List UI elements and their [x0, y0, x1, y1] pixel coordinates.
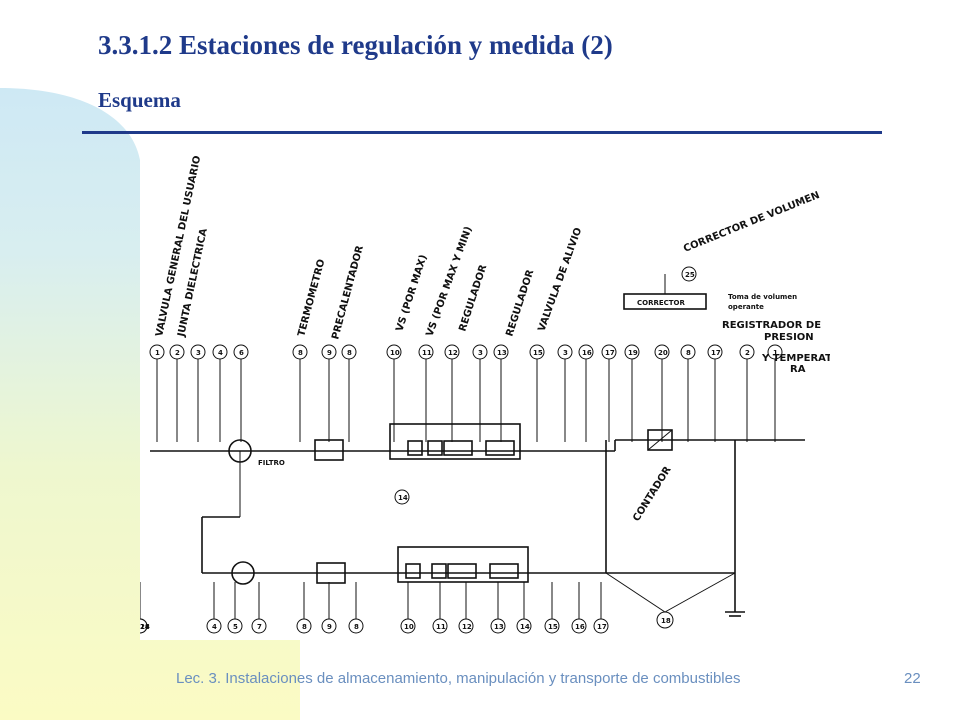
- slide-subtitle: Esquema: [98, 88, 181, 112]
- bubble-label: 3: [478, 349, 483, 357]
- bubble-label: 17: [597, 623, 607, 631]
- bubble-label: 16: [575, 623, 585, 631]
- schematic-svg: VALVULA GENERAL DEL USUARIO JUNTA DIELEC…: [140, 155, 830, 634]
- label-regulador-2: REGULADOR: [504, 268, 536, 338]
- bubble-label: 18: [140, 623, 150, 631]
- bubble-label: 1: [155, 349, 160, 357]
- bubble-label: 4: [212, 623, 217, 631]
- bubble-label: 8: [298, 349, 303, 357]
- bubble-label: 8: [686, 349, 691, 357]
- preheater-lower: [316, 562, 346, 584]
- bubble-label: 6: [239, 349, 244, 357]
- title-rule: [82, 131, 882, 134]
- label-precalentador: PRECALENTADOR: [330, 244, 366, 341]
- regulator-train-upper: [389, 423, 521, 460]
- registrador-line2: PRESION: [764, 332, 814, 343]
- bubble-label: 10: [390, 349, 400, 357]
- bubble-label: 11: [422, 349, 432, 357]
- bubble-label: 8: [302, 623, 307, 631]
- bubble-label: 9: [327, 349, 332, 357]
- bubble-label: 20: [658, 349, 668, 357]
- toma-label: Toma de volumen: [728, 293, 797, 301]
- bubble-label: 24: [140, 623, 150, 631]
- bubble-label: 3: [563, 349, 568, 357]
- label-valvula-alivio: VALVULA DE ALIVIO: [536, 226, 584, 333]
- slide-footer: Lec. 3. Instalaciones de almacenamiento,…: [176, 670, 741, 687]
- bubble-label: 8: [354, 623, 359, 631]
- preheater-upper: [314, 439, 344, 461]
- bubble-label: 2: [745, 349, 750, 357]
- bubble-label: 13: [494, 623, 504, 631]
- svg-text:14: 14: [398, 494, 408, 502]
- registrador-line1: REGISTRADOR DE: [722, 320, 821, 331]
- registrador-line3: Y TEMPERATU: [761, 353, 830, 364]
- slide-title: 3.3.1.2 Estaciones de regulación y medid…: [98, 30, 613, 60]
- corrector-label: CORRECTOR: [637, 299, 686, 307]
- filter-label: FILTRO: [258, 459, 285, 467]
- bubble-label: 12: [462, 623, 472, 631]
- station-schematic: VALVULA GENERAL DEL USUARIO JUNTA DIELEC…: [140, 142, 830, 640]
- registrador-line4: RA: [790, 364, 806, 375]
- operante-label: operante: [728, 303, 764, 311]
- bubble-label: 19: [628, 349, 638, 357]
- bubble-label: 12: [448, 349, 458, 357]
- bubble-label: 9: [327, 623, 332, 631]
- bubble-label: 17: [711, 349, 721, 357]
- gas-meter: [647, 429, 673, 451]
- filter-lower: [231, 561, 255, 585]
- bubble-label: 11: [436, 623, 446, 631]
- bubble-label: 13: [497, 349, 507, 357]
- bubble-label: 15: [533, 349, 543, 357]
- bubble-label: 15: [548, 623, 558, 631]
- regulator-train-lower: [397, 546, 529, 583]
- bubble-label: 10: [404, 623, 414, 631]
- bubble-25: [681, 266, 697, 282]
- filter-upper: [228, 439, 252, 463]
- label-corrector-volumen: CORRECTOR DE VOLUMEN: [682, 190, 821, 255]
- label-vs-max: VS (POR MAX): [394, 253, 429, 332]
- label-contador: CONTADOR: [631, 465, 674, 524]
- label-termometro: TERMOMETRO: [296, 258, 327, 338]
- bubble-label: 1: [773, 349, 778, 357]
- bubble-label: 14: [520, 623, 530, 631]
- bubble-label: 3: [196, 349, 201, 357]
- svg-text:18: 18: [661, 617, 671, 625]
- page-number: 22: [904, 670, 921, 687]
- label-regulador-1: REGULADOR: [457, 263, 489, 333]
- bubble-label: 7: [257, 623, 262, 631]
- bubble-label: 16: [582, 349, 592, 357]
- bubble-label: 8: [347, 349, 352, 357]
- bubble-25-label: 25: [685, 271, 695, 279]
- bubble-label: 5: [233, 623, 238, 631]
- bubble-label: 2: [175, 349, 180, 357]
- bubble-label: 17: [605, 349, 615, 357]
- bubble-label: 4: [218, 349, 223, 357]
- bubble-24: [140, 618, 148, 634]
- bubble-14: [394, 489, 410, 505]
